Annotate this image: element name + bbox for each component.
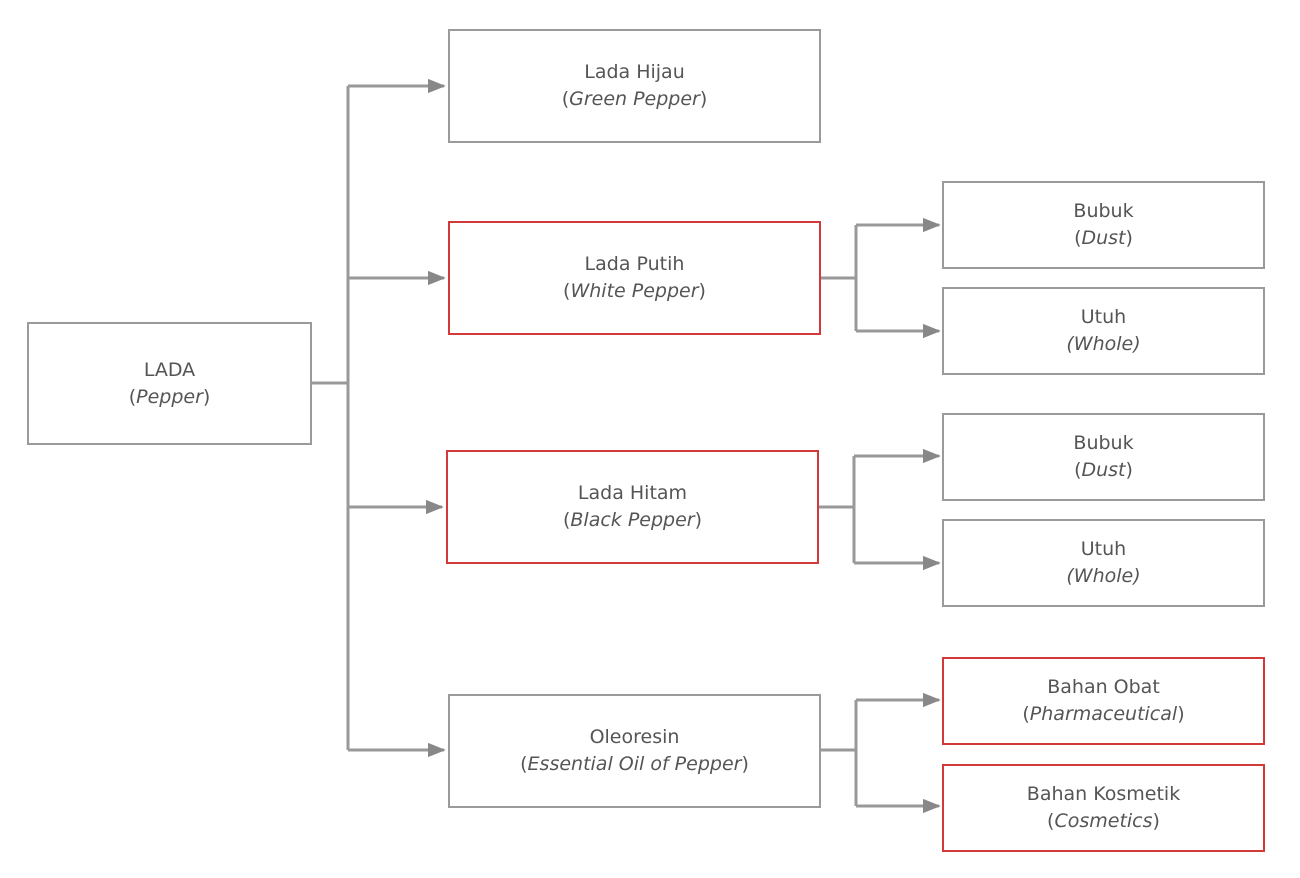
node-sublabel: White Pepper [570,280,699,302]
node-sublabel: Pharmaceutical [1029,703,1178,725]
node-bahan-kosmetik: Bahan Kosmetik (Cosmetics) [942,764,1265,852]
node-label: Bubuk [1073,200,1134,222]
node-lada-hijau: Lada Hijau (Green Pepper) [448,29,821,143]
node-sublabel: Dust [1081,459,1126,481]
node-lada-hitam: Lada Hitam (Black Pepper) [446,450,819,564]
node-sublabel: Pepper [136,385,203,408]
node-label: Oleoresin [589,726,680,748]
node-white-utuh: Utuh (Whole) [942,287,1265,375]
node-sublabel: Green Pepper [569,88,700,110]
node-sublabel: Black Pepper [570,509,695,531]
node-label: LADA [143,358,196,381]
node-black-bubuk: Bubuk (Dust) [942,413,1265,501]
node-bahan-obat: Bahan Obat (Pharmaceutical) [942,657,1265,745]
node-white-bubuk: Bubuk (Dust) [942,181,1265,269]
node-sublabel: Whole [1073,565,1134,587]
node-oleoresin: Oleoresin (Essential Oil of Pepper) [448,694,821,808]
node-sublabel: Cosmetics [1054,810,1153,832]
node-label: Bahan Kosmetik [1026,783,1181,805]
node-label: Lada Hitam [577,482,688,504]
node-label: Bahan Obat [1047,676,1160,698]
node-label: Bubuk [1073,432,1134,454]
node-label: Lada Putih [584,253,685,275]
node-sublabel: Whole [1073,333,1134,355]
node-sublabel: Dust [1081,227,1126,249]
node-lada-putih: Lada Putih (White Pepper) [448,221,821,335]
node-label: Utuh [1080,306,1127,328]
node-label: Lada Hijau [584,61,685,83]
node-lada: LADA (Pepper) [27,322,312,445]
node-sublabel: Essential Oil of Pepper [527,753,742,775]
node-black-utuh: Utuh (Whole) [942,519,1265,607]
node-label: Utuh [1080,538,1127,560]
